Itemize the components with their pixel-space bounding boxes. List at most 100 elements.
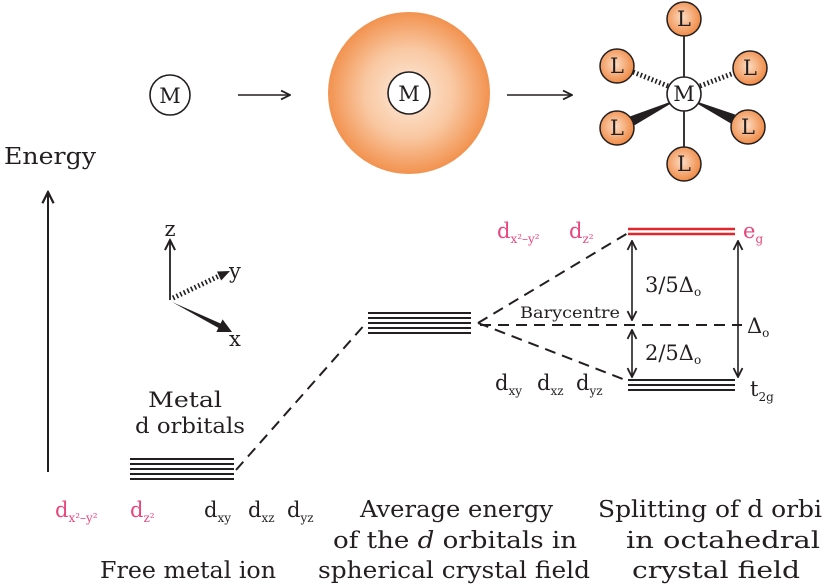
gap-subscript: o <box>694 285 701 299</box>
ligand-symbol: L <box>741 115 755 139</box>
ligand-upper-right: L <box>732 50 768 86</box>
ligand-symbol: L <box>677 152 691 176</box>
ligand-symbol: L <box>610 116 624 140</box>
gap-subscript: o <box>694 353 701 367</box>
spherical-field-metal-circle <box>387 71 431 115</box>
orbital-subscript: z² <box>143 511 154 525</box>
t2g-orbital-label-dyz: dyz <box>576 371 603 398</box>
caption-italic-d: d <box>418 528 435 554</box>
ligand-symbol: L <box>743 56 757 80</box>
free-metal-ion-circle <box>149 74 191 116</box>
t2g-orbital-label-dxy: dxy <box>495 371 522 398</box>
octahedral-caption-line2: in octahedral <box>626 528 820 554</box>
t2g-orbital-label-dxz: dxz <box>537 371 564 398</box>
energy-axis: Energy <box>4 144 96 472</box>
orbital-label-dxy: dxy <box>204 498 231 525</box>
barycentre-levels <box>368 312 471 334</box>
ligand-upper-left: L <box>599 48 635 84</box>
barycentre-label: Barycentre <box>520 303 620 322</box>
ligand-lower-left: L <box>599 110 635 146</box>
orbital-subscript: x²–y² <box>68 511 97 525</box>
captions: Free metal ion Average energy of the d o… <box>100 497 822 584</box>
bond-hashed-upper-right <box>699 70 735 89</box>
orbital-label-dx2-y2: dx²–y² <box>55 498 98 525</box>
caption-text: of the <box>333 528 418 554</box>
x-axis-bold-arrow <box>172 302 232 332</box>
orbital-subscript: x²–y² <box>510 232 539 246</box>
level-letter: e <box>743 219 755 243</box>
bond-wedge-lower-right <box>697 102 736 124</box>
orbital-label-dz2: dz² <box>130 498 155 525</box>
z-axis-label: z <box>164 217 175 241</box>
orbital-subscript: z² <box>582 232 593 246</box>
ligand-circle <box>599 48 635 84</box>
t2g-gap-label: 2/5Δo <box>645 341 701 367</box>
orbital-letter: d <box>537 371 550 395</box>
ligand-circle <box>666 146 702 182</box>
t2g-label: t2g <box>750 377 774 404</box>
octahedral-caption-line1: Splitting of d orbi <box>598 497 822 523</box>
orbital-letter: d <box>569 219 582 243</box>
ligand-circle <box>599 110 635 146</box>
x-axis-label: x <box>229 327 241 351</box>
d-orbitals-label: d orbitals <box>135 414 245 438</box>
orbital-label-dxz: dxz <box>248 498 275 525</box>
spherical-field-metal-symbol: M <box>398 82 420 106</box>
bond-wedge-lower-left <box>629 102 671 126</box>
free-ion-d-levels: Metal d orbitals dx²–y² dz² dxy dxz dyz <box>55 388 314 525</box>
total-splitting-label: Δo <box>747 314 769 340</box>
caption-text: orbitals in <box>434 528 577 554</box>
orbital-letter: d <box>287 498 300 522</box>
ligand-lower-right: L <box>730 109 766 145</box>
eg-orbital-label-dz2: dz² <box>569 219 594 246</box>
connector-to-eg <box>477 232 629 324</box>
octahedral-splitting: Barycentre 3/5Δo 2/5Δo Δo eg t2g dx²–y² … <box>477 219 774 404</box>
coordinate-axes: z y x <box>164 217 241 351</box>
orbital-letter: d <box>576 371 589 395</box>
free-metal-ion-symbol: M <box>159 84 181 108</box>
spherical-caption-line1: Average energy <box>359 497 553 523</box>
ligand-symbol: L <box>677 7 691 31</box>
orbital-letter: d <box>248 498 261 522</box>
ligand-circle <box>732 50 768 86</box>
spherical-caption-line3: spherical crystal field <box>318 558 590 584</box>
free-metal-ion-icon: M <box>149 74 191 116</box>
orbital-subscript: xz <box>550 384 563 398</box>
connector-free-ion-to-barycentre <box>235 321 368 471</box>
octahedral-caption-line3: crystal field <box>632 558 800 584</box>
orbital-subscript: yz <box>299 511 313 525</box>
orbital-letter: d <box>495 371 508 395</box>
energy-axis-label: Energy <box>4 144 96 170</box>
eg-gap-label: 3/5Δo <box>645 273 701 299</box>
metal-label: Metal <box>148 388 222 412</box>
gap-value: Δ <box>747 314 762 338</box>
ligand-circle <box>730 109 766 145</box>
orbital-label-dyz: dyz <box>287 498 314 525</box>
ligand-top: L <box>666 1 702 37</box>
orbital-letter: d <box>130 498 143 522</box>
level-subscript: g <box>755 232 763 246</box>
orbital-subscript: yz <box>588 384 602 398</box>
eg-orbital-label-dx2-y2: dx²–y² <box>497 219 540 246</box>
ligand-symbol: L <box>610 54 624 78</box>
bond-hashed-upper-left <box>632 69 669 89</box>
y-axis-label: y <box>228 259 241 283</box>
level-letter: t <box>750 377 759 401</box>
octahedral-metal-circle <box>666 76 702 112</box>
orbital-subscript: xz <box>261 511 274 525</box>
free-ion-caption: Free metal ion <box>100 558 276 584</box>
octahedral-complex-icon: M L L L L L L <box>599 1 768 182</box>
orbital-letter: d <box>204 498 217 522</box>
eg-label: eg <box>743 219 763 246</box>
connector-to-t2g <box>477 322 629 382</box>
ligand-circle <box>666 1 702 37</box>
orbital-subscript: xy <box>508 384 522 398</box>
ligand-bottom: L <box>666 146 702 182</box>
orbital-letter: d <box>55 498 68 522</box>
level-subscript: 2g <box>758 390 774 404</box>
gap-value: 2/5Δ <box>645 341 694 365</box>
orbital-letter: d <box>497 219 510 243</box>
gap-value: 3/5Δ <box>645 273 694 297</box>
gap-subscript: o <box>762 326 769 340</box>
